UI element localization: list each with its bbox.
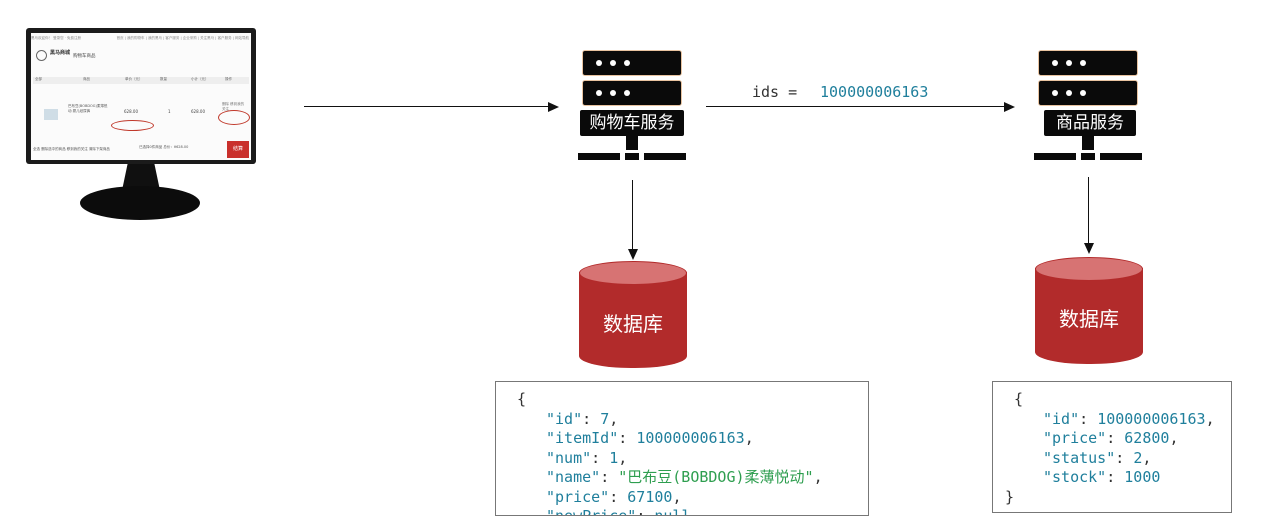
mini-item-ops: 删除 移到我的关注 [222,102,245,111]
json-open-brace: { [517,390,527,408]
mini-col-subtotal: 小计（元） [191,77,209,81]
cart-db-label: 数据库 [603,312,663,336]
mini-brand: 黑马商城 [50,50,71,56]
server-foot [1081,153,1095,160]
arrow-head-down [628,249,638,260]
mini-product-thumb [44,109,58,120]
brand-logo-icon [36,50,47,61]
server-lights [596,60,630,66]
mini-footer-left: 全选 删除选中的商品 移到我的关注 清除下架商品 [33,147,110,151]
db-cylinder-body [1035,268,1143,364]
json-close-brace: } [1005,488,1015,506]
request-ids-label: ids = [752,83,807,101]
mini-checkout-button: 结算 [227,141,249,158]
arrow-client-to-cart [304,106,549,108]
server-stem [626,136,638,150]
json-field-itemid: "itemId": 100000006163, [546,429,754,447]
mini-item-qty: 1 [168,109,171,114]
mini-col-item: 商品 [83,77,90,81]
price-highlight-oval [111,120,154,131]
mini-top-bar: 黑马欢迎你！ 登录您 · 免费注册 [31,36,81,40]
json-field-id: "id": 7, [546,410,619,428]
item-db-label: 数据库 [1059,307,1119,331]
server-lights [1052,60,1086,66]
mini-col-qty: 数量 [160,77,167,81]
cart-service-label: 购物车服务 [580,110,684,136]
mini-col-all: 全部 [35,77,42,81]
json-field-name: "name": "巴布豆(BOBDOG)柔薄悦动", [546,468,823,486]
db-cylinder-body [579,272,687,368]
server-foot [644,153,686,160]
mini-table-header: 全部 商品 单价（元） 数量 小计（元） 操作 [33,77,249,84]
json-field-price: "price": 62800, [1043,429,1179,447]
arrow-head-down [1084,243,1094,254]
db-cylinder-top [1035,257,1143,281]
json-field-num: "num": 1, [546,449,628,467]
arrow-item-to-db [1088,177,1090,244]
server-stem [1082,136,1094,150]
server-foot [578,153,620,160]
mini-top-nav: 首页 | 我的购物车 | 我的黑马 | 客户服务 | 企业采购 | 关注黑马 |… [116,36,249,40]
server-foot [625,153,639,160]
server-lights [596,90,630,96]
json-field-status: "status": 2, [1043,449,1152,467]
arrow-cart-to-db [632,180,634,250]
monitor-screen: 黑马欢迎你！ 登录您 · 免费注册 首页 | 我的购物车 | 我的黑马 | 客户… [31,33,251,160]
server-foot [1100,153,1142,160]
server-rack-1 [582,50,682,76]
mini-col-ops: 操作 [225,77,232,81]
json-field-price: "price": 67100, [546,488,682,506]
json-field-newprice: "newPrice": null [546,507,691,516]
cart-json-box: { "id": 7, "itemId": 100000006163, "num"… [495,381,869,516]
mini-item-price: 628.00 [124,109,138,114]
server-lights [1052,90,1086,96]
item-json-box: { "id": 100000006163, "price": 62800, "s… [992,381,1232,513]
arrow-head-right [1004,102,1015,112]
json-field-id: "id": 100000006163, [1043,410,1215,428]
mini-col-price: 单价（元） [125,77,143,81]
ops-highlight-oval [218,110,250,125]
monitor-base [80,186,200,220]
db-cylinder-top [579,261,687,285]
mini-item-name: 巴布豆(BOBDOG)柔薄悦动 婴儿纸尿裤 [68,104,108,113]
item-service-label: 商品服务 [1044,110,1136,136]
mini-item-subtotal: 628.00 [191,109,205,114]
arrow-cart-to-item [706,106,1005,108]
arrow-head-right [548,102,559,112]
json-open-brace: { [1014,390,1024,408]
request-ids-value: 100000006163 [820,83,929,101]
mini-page-title: 购物车商品 [73,54,96,59]
mini-footer-right: 已选择0件商品 总价：¥628.00 [139,145,189,149]
server-foot [1034,153,1076,160]
json-field-stock: "stock": 1000 [1043,468,1161,486]
